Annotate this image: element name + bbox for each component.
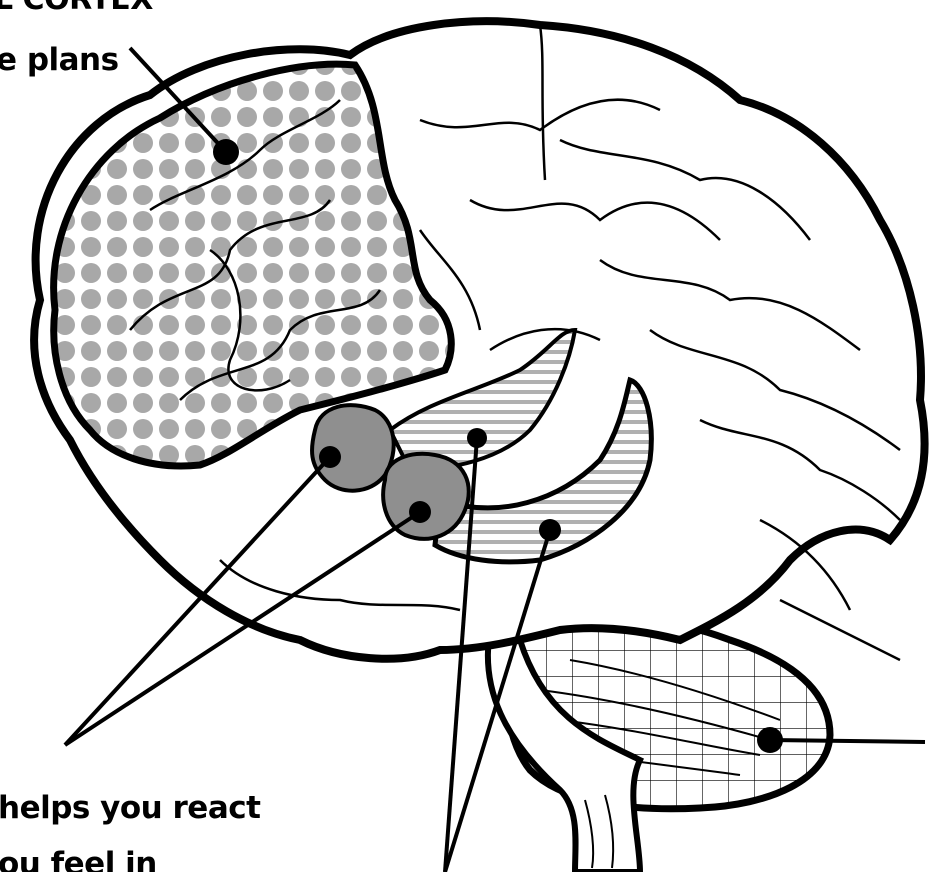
prefrontal-cortex-label-line1: L CORTEX xyxy=(0,0,153,17)
hippocampus-marker-2 xyxy=(539,519,561,541)
cerebellum-marker xyxy=(757,727,783,753)
amygdala-marker-1 xyxy=(319,446,341,468)
amygdala-label-line1: helps you react xyxy=(0,790,260,826)
prefrontal-cortex-label-line2: e plans xyxy=(0,42,119,78)
prefrontal-marker xyxy=(213,139,239,165)
amygdala-marker-2 xyxy=(409,501,431,523)
hippocampus-marker-1 xyxy=(467,428,487,448)
amygdala-label-line2: ou feel in xyxy=(0,846,157,872)
